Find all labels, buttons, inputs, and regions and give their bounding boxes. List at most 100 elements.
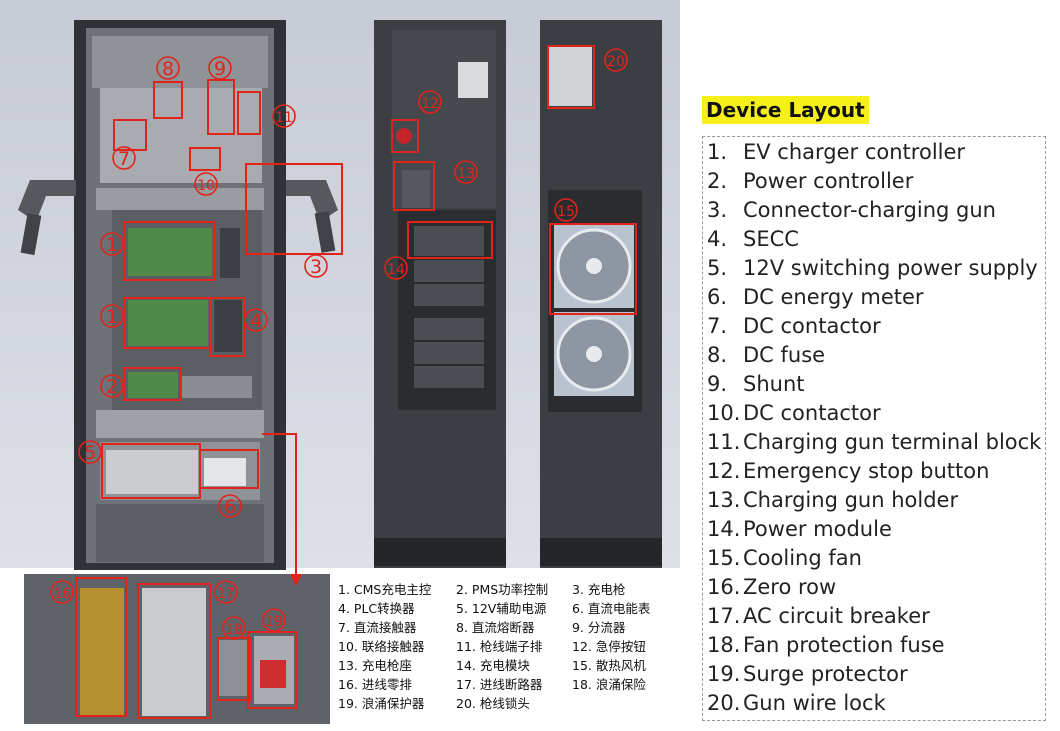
callout-17: 17: [217, 586, 235, 602]
legend-item: 6. DC energy meter: [707, 284, 924, 310]
legend-item-number: 11.: [707, 430, 741, 454]
zh-item-13: 13. 充电枪座: [338, 658, 412, 673]
legend-item-number: 2.: [707, 169, 728, 193]
cooling-fans: [554, 224, 634, 396]
zh-item-6: 6. 直流电能表: [572, 601, 651, 616]
zh-item-4: 4. PLC转换器: [338, 601, 415, 616]
legend-item: 7.DC contactor: [707, 313, 881, 339]
zh-item-18: 18. 浪涌保险: [572, 677, 646, 692]
legend-item-label: Charging gun holder: [743, 488, 959, 512]
legend-item-label: DC contactor: [743, 401, 881, 425]
callout-4: 4: [250, 310, 262, 332]
callout-12: 12: [421, 96, 439, 112]
legend-item-number: 4.: [707, 227, 728, 251]
legend-item-label: DC contactor: [743, 314, 881, 338]
callout-11: 11: [275, 110, 293, 126]
gun-holder-box: [458, 62, 488, 98]
legend-item-label: Charging gun terminal block: [743, 430, 1042, 454]
legend-list: 1. EV charger controller 2. Power controll…: [702, 136, 1046, 721]
callout-2: 2: [106, 376, 118, 398]
legend-item-number: 15.: [707, 546, 741, 570]
legend-item: 8. DC fuse: [707, 342, 825, 368]
legend-item: 20.Gun wire lock: [707, 690, 886, 716]
callout-20: 20: [607, 54, 625, 70]
legend-item: 15.Cooling fan: [707, 545, 862, 571]
callout-1a: 1: [106, 234, 118, 256]
legend-item-label: Gun wire lock: [743, 691, 886, 715]
legend-item-number: 16.: [707, 575, 741, 599]
legend-item-number: 8.: [707, 343, 728, 367]
zh-item-17: 17. 进线断路器: [456, 677, 543, 692]
legend-item-number: 6.: [707, 285, 728, 309]
callout-8: 8: [162, 58, 174, 80]
legend-item: 18.Fan protection fuse: [707, 632, 945, 658]
legend-item-number: 1.: [707, 140, 728, 164]
controller-board-1: [128, 228, 212, 276]
legend-item-number: 20.: [707, 691, 741, 715]
legend-item-number: 13.: [707, 488, 741, 512]
legend-item-number: 3.: [707, 198, 728, 222]
legend-item: 14.Power module: [707, 516, 892, 542]
zh-item-15: 15. 散热风机: [572, 658, 646, 673]
legend-item-label: EV charger controller: [743, 140, 966, 164]
zh-item-20: 20. 枪线锁头: [456, 696, 530, 711]
legend-item-number: 10.: [707, 401, 741, 425]
legend-item-label: Fan protection fuse: [743, 633, 945, 657]
legend-item-label: Emergency stop button: [743, 459, 990, 483]
callout-10: 10: [197, 178, 215, 194]
callout-15: 15: [557, 204, 575, 220]
legend-item-number: 5.: [707, 256, 728, 280]
legend-item-number: 12.: [707, 459, 741, 483]
legend-item: 10.DC contactor: [707, 400, 881, 426]
highlight-boxes: [75, 45, 637, 719]
legend-item: 11.Charging gun terminal block: [707, 429, 1041, 455]
zh-item-10: 10. 联络接触器: [338, 639, 425, 654]
callout-9: 9: [214, 58, 226, 80]
legend-item-number: 14.: [707, 517, 741, 541]
callout-16: 16: [53, 586, 71, 602]
legend-item: 19.Surge protector: [707, 661, 908, 687]
callout-5: 5: [84, 442, 96, 464]
power-controller-board: [128, 372, 178, 398]
legend-item-label: Power module: [743, 517, 892, 541]
legend-item-label: Connector-charging gun: [743, 198, 996, 222]
zh-item-1: 1. CMS充电主控: [338, 582, 432, 597]
charging-gun-left: [18, 180, 76, 222]
zh-item-8: 8. 直流熔断器: [456, 620, 535, 635]
zh-item-19: 19. 浪涌保护器: [338, 696, 425, 711]
legend-item: 4. SECC: [707, 226, 799, 252]
callouts: [50, 48, 628, 640]
emergency-stop: [396, 128, 412, 144]
legend-item-label: SECC: [743, 227, 799, 251]
legend-item-label: Surge protector: [743, 662, 908, 686]
legend-title: Device Layout: [702, 96, 869, 124]
legend-item: 17.AC circuit breaker: [707, 603, 930, 629]
callout-7: 7: [118, 148, 130, 170]
legend-item-number: 17.: [707, 604, 741, 628]
legend-item: 1. EV charger controller: [707, 139, 965, 165]
zh-item-9: 9. 分流器: [572, 620, 626, 635]
legend-item-label: DC energy meter: [743, 285, 924, 309]
legend-item-label: DC fuse: [743, 343, 826, 367]
zh-item-16: 16. 进线零排: [338, 677, 412, 692]
rear-cabinet: [540, 20, 662, 568]
front-cabinet: [18, 20, 338, 570]
callout-1b: 1: [106, 306, 118, 328]
legend-item-label: Power controller: [743, 169, 914, 193]
charging-gun-right: [286, 180, 338, 222]
callout-3: 3: [310, 256, 322, 278]
legend-item: 16.Zero row: [707, 574, 836, 600]
callout-19: 19: [265, 614, 283, 630]
zh-item-12: 12. 急停按钮: [572, 639, 646, 654]
chinese-legend: 1. CMS充电主控 2. PMS功率控制 3. 充电枪 4. PLC转换器 5…: [338, 582, 651, 711]
legend-item-number: 19.: [707, 662, 741, 686]
zh-item-3: 3. 充电枪: [572, 582, 626, 597]
zh-item-2: 2. PMS功率控制: [456, 582, 548, 597]
legend-item-label: Shunt: [743, 372, 805, 396]
dc-energy-meter: [204, 458, 246, 486]
device-layout-diagram: 1 1 2 3 4 5 6 7 8 9 10 11 12 13 14 15 16…: [0, 0, 680, 724]
legend-item: 3. Connector-charging gun: [707, 197, 996, 223]
legend-item: 13.Charging gun holder: [707, 487, 958, 513]
leader-line: [262, 433, 297, 580]
legend-item-number: 9.: [707, 372, 728, 396]
